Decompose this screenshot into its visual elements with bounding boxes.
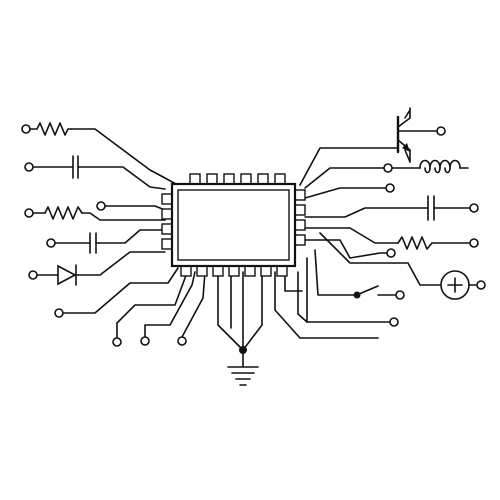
terminal — [54, 308, 64, 318]
capacitor-top-left — [24, 155, 79, 179]
terminals-bottom-left — [54, 308, 187, 347]
wire-right-bottom-2 — [297, 271, 308, 323]
diode-left — [28, 264, 77, 286]
wire-right-source — [319, 232, 442, 286]
terminal — [383, 163, 393, 173]
capacitor-right — [427, 195, 479, 221]
wire-right-switch — [314, 249, 356, 296]
integrated-circuit-chip — [161, 173, 306, 277]
resistor-top-left — [21, 122, 73, 136]
wire-right-inductor — [304, 167, 387, 189]
resistor-right — [386, 236, 479, 258]
wire-right-terminal-mid — [304, 187, 387, 199]
capacitor-low-left — [46, 232, 97, 254]
terminal — [436, 126, 446, 136]
wires — [32, 109, 478, 367]
resistor-mid-left — [24, 201, 106, 220]
voltage-source — [440, 270, 486, 300]
wire-right-transistor — [299, 147, 399, 186]
wire-left-bottom-2 — [116, 269, 189, 339]
terminal — [46, 238, 56, 248]
switch — [353, 285, 405, 300]
wire-right-bottom-1 — [306, 257, 391, 323]
terminals-bottom-right — [389, 317, 399, 327]
inductor — [383, 159, 461, 174]
wire-left-resistor-top — [71, 128, 186, 190]
wire-left-bottom-4 — [181, 271, 206, 338]
terminal — [389, 317, 399, 327]
wire-right-capacitor — [304, 207, 429, 218]
terminal — [386, 248, 396, 258]
chip-inner — [177, 189, 290, 261]
wire-right-bottom-4 — [274, 271, 379, 339]
terminal — [24, 162, 34, 172]
terminal — [469, 203, 479, 213]
npn-transistor — [396, 107, 446, 163]
wire-ground-left — [217, 271, 244, 351]
ground-symbol — [227, 346, 259, 386]
terminal — [476, 280, 486, 290]
wire-left-bottom-1 — [62, 267, 179, 314]
terminal — [469, 238, 479, 248]
terminal — [112, 337, 122, 347]
wire-ground-right — [242, 271, 263, 351]
terminal — [96, 201, 106, 211]
terminal — [177, 336, 187, 346]
wire-left-resistor-mid-b — [81, 212, 166, 221]
wire-right-terminal-low — [304, 239, 388, 259]
wire-left-bottom-3 — [144, 271, 196, 338]
wire-right-transistor-emitter — [404, 149, 411, 163]
wire-left-capacitor-top-b — [77, 166, 166, 190]
terminal — [28, 270, 38, 280]
wire-right-resistor — [304, 227, 399, 244]
wire-left-terminal-mid — [104, 205, 166, 211]
wire-left-diode-b — [75, 251, 166, 276]
terminal — [140, 336, 150, 346]
terminal — [21, 124, 31, 134]
terminal-right-upper — [385, 183, 395, 193]
wire-left-capacitor-low-b — [95, 229, 166, 244]
terminal — [385, 183, 395, 193]
terminal — [395, 290, 405, 300]
wire-right-transistor-collector — [404, 109, 411, 119]
terminal — [24, 208, 34, 218]
wire-right-bottom-3 — [284, 271, 303, 292]
